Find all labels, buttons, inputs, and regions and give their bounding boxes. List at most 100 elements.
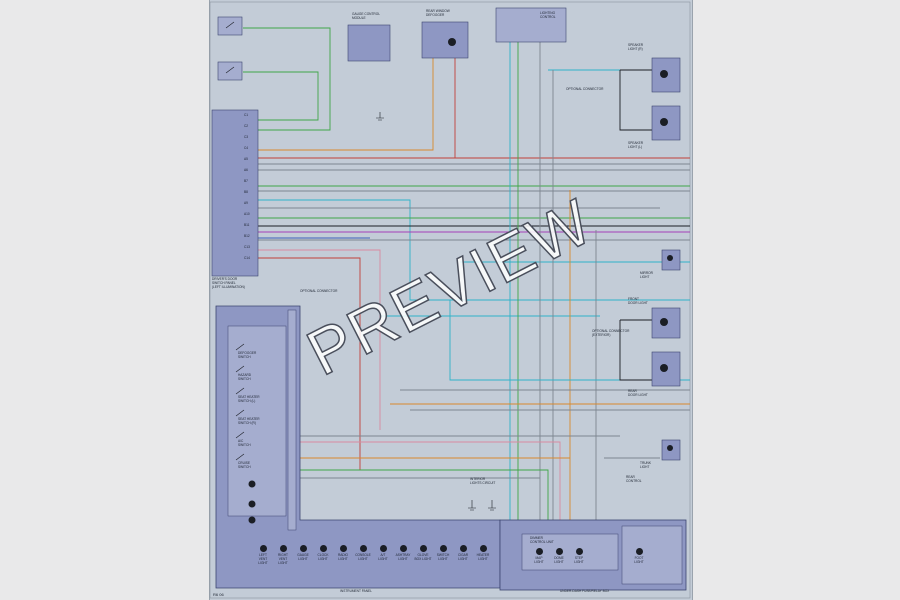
bulb-icon — [535, 548, 543, 555]
under-dash-bulb-item: FOOT LIGHT — [630, 548, 648, 565]
switch-symbols — [235, 343, 245, 461]
bulb-label: GLOVE BOX LIGHT — [414, 553, 432, 561]
door-switch-lower — [217, 61, 243, 81]
connector-pin-label: B11 — [244, 223, 250, 227]
bulb-item: LEFT VENT LIGHT — [254, 545, 272, 565]
panel-inner-column — [287, 309, 297, 531]
switch-label-2: HAZARD SWITCH — [238, 373, 252, 381]
bulb-label: RADIO LIGHT — [337, 553, 349, 561]
switch-label-3: SEAT HEATER SWITCH (L) — [238, 395, 260, 403]
gauge-control-label: GAUGE CONTROL MODULE — [352, 12, 380, 20]
under-dash-right — [621, 525, 683, 585]
rear-defogger-bulb — [448, 38, 456, 46]
bulb-icon — [279, 545, 287, 552]
bulb-item: SWITCH LIGHT — [434, 545, 452, 562]
optional-connector-low-label: OPTIONAL CONNECTOR — [300, 289, 338, 293]
connector-pin-label: C2 — [244, 124, 249, 128]
page-code: R6 06 — [213, 592, 224, 597]
switch-label-4: SEAT HEATER SWITCH (R) — [238, 417, 260, 425]
bulb-icon — [439, 545, 447, 552]
wire-pink-2 — [300, 441, 561, 520]
bulb-item: A/T LIGHT — [374, 545, 392, 562]
wire-green-5 — [300, 469, 549, 520]
switch-bulbs — [248, 480, 256, 524]
interior-lights-label: INTERIOR LIGHTS CIRCUIT — [470, 477, 496, 485]
right-speaker-unit-1 — [651, 57, 681, 93]
bulb-item: GLOVE BOX LIGHT — [414, 545, 432, 562]
bulb-item: CLOCK LIGHT — [314, 545, 332, 562]
bulb-icon — [419, 545, 427, 552]
under-dash-label: UNDER-DASH FUSE/RELAY BOX — [560, 589, 610, 593]
bulb-icon — [399, 545, 407, 552]
wire-black-r4 — [619, 320, 660, 381]
right-mirror-unit — [661, 249, 681, 271]
bulb-label: LEFT VENT LIGHT — [258, 553, 268, 565]
bulb-label: SWITCH LIGHT — [436, 553, 450, 561]
under-dash-bulb-item: MAP LIGHT — [530, 548, 548, 565]
switch-label-5: A/C SWITCH — [238, 439, 251, 447]
gauge-control-box — [347, 24, 391, 62]
connector-pin-label: C3 — [244, 135, 249, 139]
right-unit-label-2: SPEAKER LIGHT (L) — [628, 141, 644, 149]
optional-connector-mid-label: OPTIONAL CONNECTOR (EXTERIOR) — [592, 329, 630, 337]
wire-green-1 — [243, 27, 331, 131]
bulb-icon — [319, 545, 327, 552]
bulb-icon — [459, 545, 467, 552]
rear-defogger-box — [421, 21, 469, 59]
door-switch-upper — [217, 16, 243, 36]
wire-red-1 — [258, 58, 456, 159]
connector-pin-label: B8 — [244, 190, 248, 194]
connector-pin-label: A6 — [244, 168, 248, 172]
right-unit-label-5: REAR DOOR LIGHT — [628, 389, 648, 397]
wire-green-2 — [243, 71, 319, 121]
lighting-control-box — [495, 7, 567, 43]
bulb-item: RIGHT VENT LIGHT — [274, 545, 292, 565]
under-dash-bulb-item: STEP LIGHT — [570, 548, 588, 565]
bulb-item: GAUGE LIGHT — [294, 545, 312, 562]
under-dash-bulb-item: DOME LIGHT — [550, 548, 568, 565]
wire-black-r2 — [619, 70, 660, 131]
bulb-item: CONSOLE LIGHT — [354, 545, 372, 562]
bulb-icon — [575, 548, 583, 555]
under-dash-bulbs: MAP LIGHT DOME LIGHT STEP LIGHT FOOT LIGHT — [530, 548, 680, 582]
rear-defogger-label: REAR WINDOW DEFOGGER — [426, 9, 450, 17]
bulb-label: GAUGE LIGHT — [297, 553, 309, 561]
dimmer-control-label: DIMMER CONTROL UNIT — [530, 536, 554, 544]
right-unit-label-6: TRUNK LIGHT — [640, 461, 651, 469]
connector-pin-label: A5 — [244, 157, 248, 161]
under-dash-bulb-label: STEP LIGHT — [574, 556, 584, 564]
connector-pin-label: C4 — [244, 146, 249, 150]
connector-pin-label: C13 — [244, 245, 250, 249]
bulb-item: RADIO LIGHT — [334, 545, 352, 562]
connector-pin-label: B7 — [244, 179, 248, 183]
right-trunk-unit — [661, 439, 681, 461]
panel-title: INSTRUMENT PANEL — [340, 589, 372, 593]
lighting-control-label: LIGHTING CONTROL — [540, 11, 556, 19]
bulb-label: RIGHT VENT LIGHT — [278, 553, 288, 565]
wire-pink-1 — [258, 249, 381, 430]
bulb-label: CONSOLE LIGHT — [355, 553, 371, 561]
bulb-icon — [555, 548, 563, 555]
under-dash-bulb-label: MAP LIGHT — [534, 556, 544, 564]
connector-pin-label: C1 — [244, 113, 249, 117]
left-connector-block — [211, 109, 259, 277]
switch-label-6: CRUISE SWITCH — [238, 461, 251, 469]
under-dash-bulb-label: DOME LIGHT — [554, 556, 564, 564]
bulb-icon — [339, 545, 347, 552]
switch-column — [227, 325, 287, 517]
rear-control-label: REAR CONTROL — [626, 475, 642, 483]
connector-pin-label: A9 — [244, 201, 248, 205]
bulb-icon — [379, 545, 387, 552]
switch-label-1: DEFOGGER SWITCH — [238, 351, 257, 359]
right-speaker-unit-2 — [651, 105, 681, 141]
bulb-icon — [299, 545, 307, 552]
bulb-item: ASHTRAY LIGHT — [394, 545, 412, 562]
bulb-icon — [635, 548, 643, 555]
connector-pin-label: B12 — [244, 234, 250, 238]
under-dash-bulb-label: FOOT LIGHT — [634, 556, 644, 564]
bulb-label: CLOCK LIGHT — [317, 553, 329, 561]
bulb-icon — [359, 545, 367, 552]
connector-pin-label: C14 — [244, 256, 250, 260]
